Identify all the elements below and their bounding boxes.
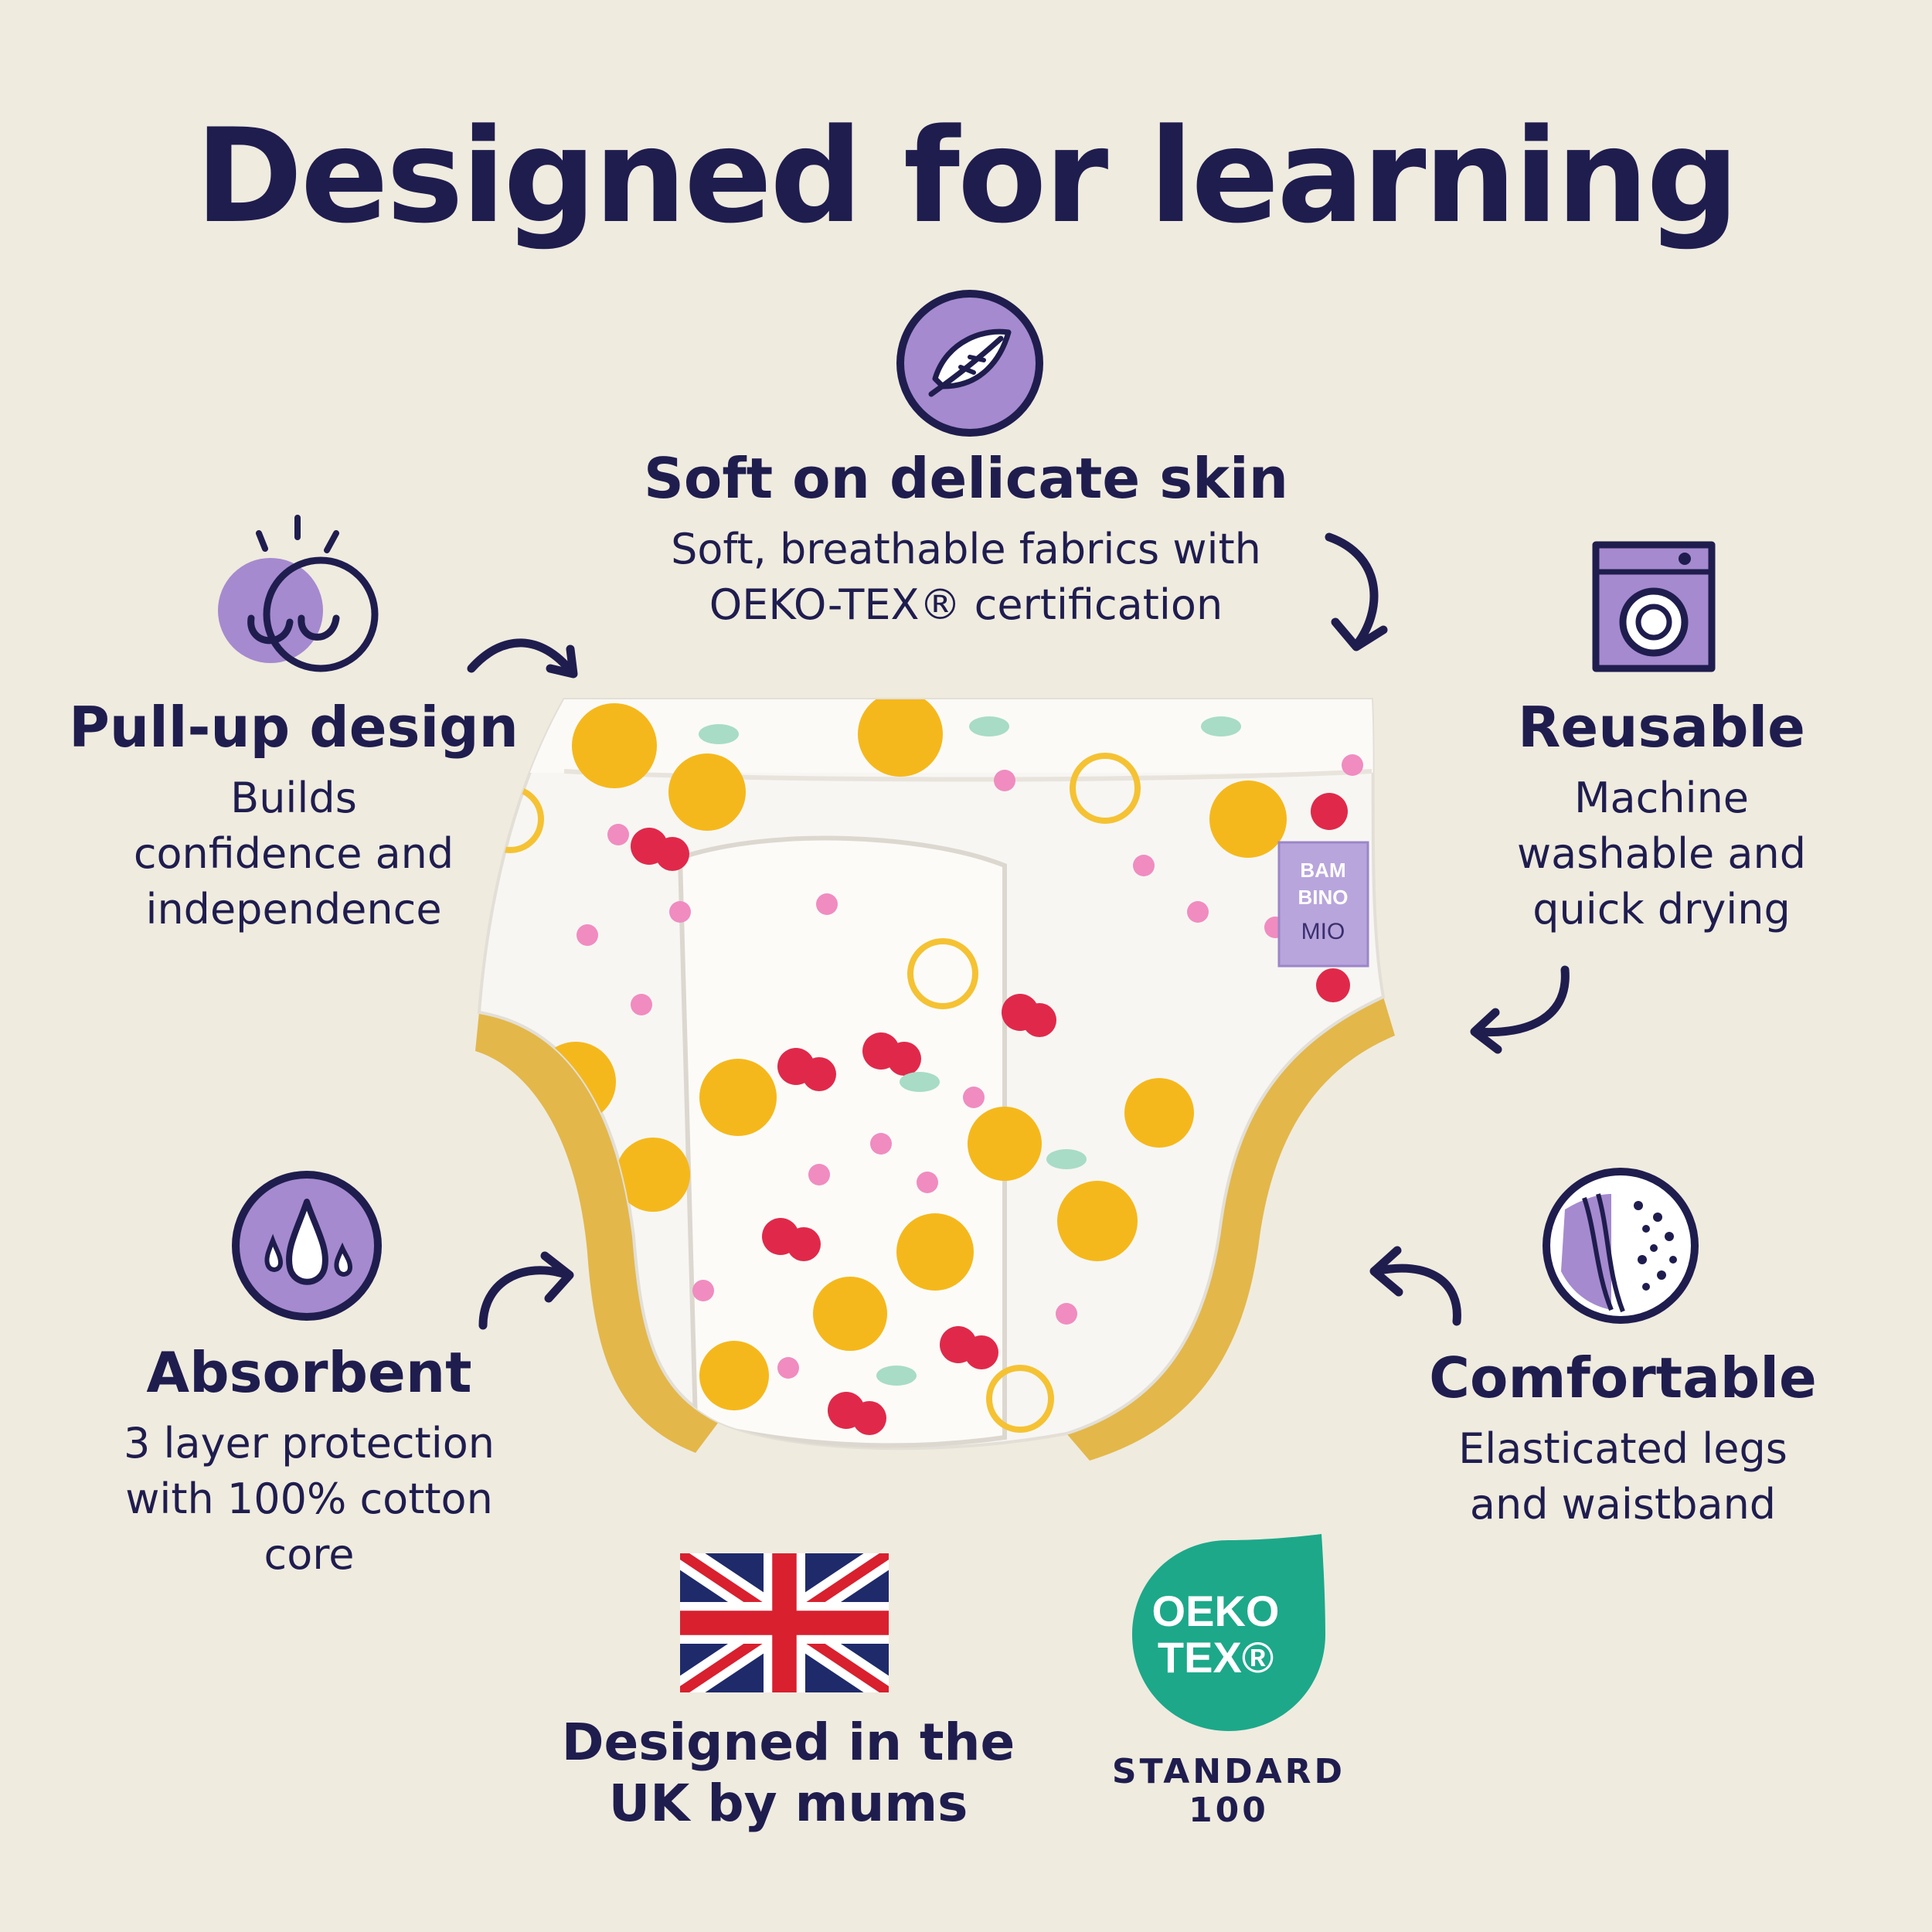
feature-pullup-title: Pull-up design — [69, 695, 519, 760]
feature-absorbent: Absorbent 3 layer protection with 100% c… — [70, 1341, 549, 1583]
feature-reusable-title: Reusable — [1517, 695, 1806, 760]
fabric-layers-icon — [1543, 1168, 1699, 1324]
feature-comfortable-description: Elasticated legs and waistband — [1458, 1423, 1787, 1529]
union-jack-flag-icon — [680, 1553, 889, 1692]
oeko-tex-standard-line1: STANDARD — [1111, 1752, 1346, 1791]
pull-up-rings-icon — [218, 515, 379, 672]
feature-comfortable-title: Comfortable — [1429, 1345, 1817, 1410]
feature-absorbent-description: 3 layer protection with 100% cotton core — [123, 1418, 495, 1579]
feature-pullup: Pull-up design Builds confidence and ind… — [62, 696, 526, 937]
feature-soft: Soft on delicate skin Soft, breathable f… — [603, 447, 1329, 633]
feature-reusable-description: Machine washable and quick drying — [1517, 773, 1806, 934]
oeko-tex-standard-label: STANDARD 100 — [1101, 1753, 1356, 1830]
feature-comfortable: Comfortable Elasticated legs and waistba… — [1383, 1346, 1862, 1532]
feature-absorbent-title: Absorbent — [146, 1340, 472, 1405]
arrow-soft-icon — [1325, 532, 1388, 651]
page-title: Designed for learning — [195, 100, 1739, 252]
brand-label-line1: BAM — [1300, 859, 1345, 882]
arrow-pullup-icon — [467, 638, 578, 679]
brand-label-line2: BINO — [1298, 886, 1349, 909]
arrow-absorbent-icon — [478, 1251, 574, 1330]
feature-soft-title: Soft on delicate skin — [644, 446, 1288, 511]
feature-soft-description: Soft, breathable fabrics with OEKO-TEX® … — [671, 524, 1261, 629]
feather-icon — [896, 290, 1043, 437]
oeko-tex-standard-line2: 100 — [1189, 1791, 1269, 1830]
arrow-comfortable-icon — [1369, 1246, 1461, 1326]
training-pants-illustration: BAM BINO MIO — [475, 698, 1395, 1461]
washing-machine-icon — [1592, 541, 1716, 672]
feature-pullup-description: Builds confidence and independence — [133, 773, 454, 934]
arrow-reusable-icon — [1470, 965, 1570, 1054]
uk-designed-text: Designed in the UK by mums — [561, 1713, 1015, 1834]
water-drops-icon — [232, 1171, 382, 1321]
oeko-tex-badge-text: OEKO TEX® — [1151, 1587, 1280, 1682]
brand-label-line3: MIO — [1301, 919, 1345, 944]
oeko-tex-badge-icon — [1132, 1534, 1325, 1731]
feature-reusable: Reusable Machine washable and quick dryi… — [1445, 696, 1878, 937]
